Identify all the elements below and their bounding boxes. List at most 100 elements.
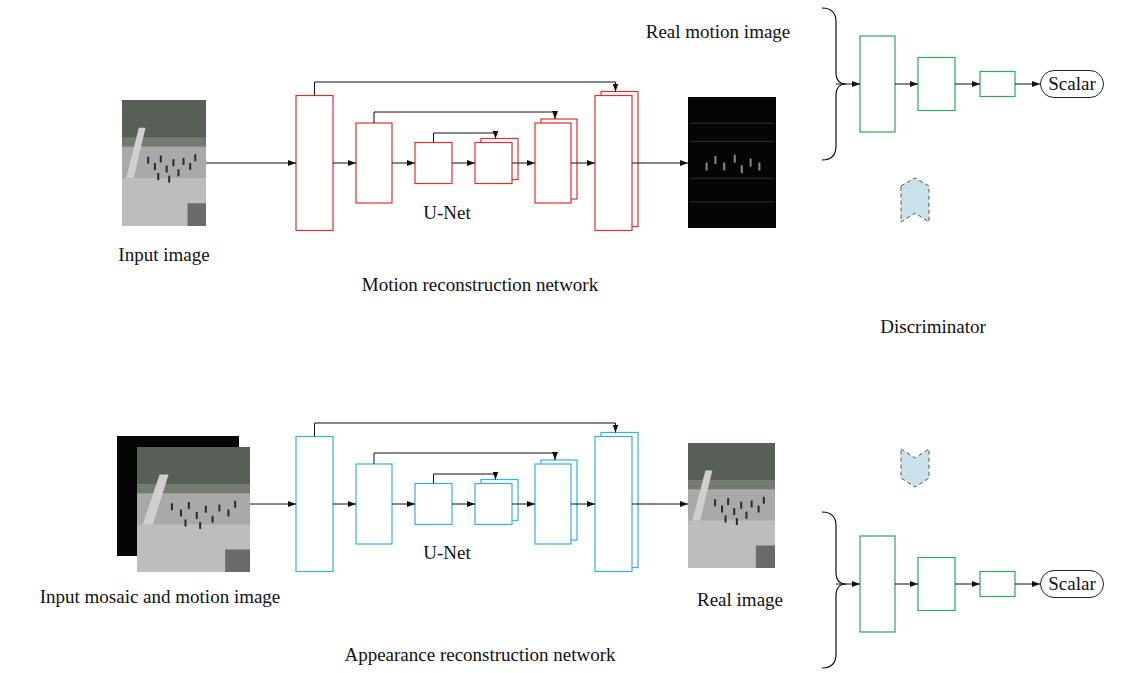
flow-arrow (955, 584, 980, 585)
walkway (137, 525, 250, 573)
pedestrian (180, 510, 182, 517)
motion-trace (690, 201, 774, 202)
plaza (122, 100, 206, 226)
flow-arrow (1015, 84, 1040, 85)
motion-trace (690, 141, 774, 142)
pedestrian (205, 506, 207, 513)
trees (137, 447, 250, 485)
pedestrian (188, 502, 190, 509)
pedestrian (189, 163, 191, 170)
pedestrian (154, 163, 156, 170)
flow-arrow (452, 163, 475, 164)
skip-connection (434, 133, 496, 143)
pedestrian (740, 502, 742, 509)
network-region: U-NetMotion reconstruction network (296, 79, 633, 235)
flow-arrow (632, 163, 688, 164)
plaza (137, 447, 250, 572)
pedestrian (758, 506, 760, 513)
feature-map (475, 143, 512, 184)
pedestrian (199, 522, 201, 529)
skip-connection (374, 453, 555, 464)
motion-trace (690, 123, 774, 124)
scene-image (137, 447, 250, 572)
flow-arrow (895, 84, 918, 85)
network-caption: Motion reconstruction network (362, 274, 598, 296)
pedestrian (721, 506, 723, 513)
moving-figure (706, 163, 708, 171)
image-node: Input mosaic and motion image (117, 436, 250, 572)
pedestrian (714, 499, 716, 506)
skip-connection (434, 474, 496, 484)
discriminator-layer (918, 558, 955, 611)
discriminator-layer (980, 72, 1015, 97)
input-bracket (822, 512, 846, 668)
network-region: U-NetAppearance reconstruction network (296, 420, 633, 576)
trees (688, 443, 775, 481)
flow-arrow (333, 163, 356, 164)
flow-arrow (392, 504, 415, 505)
walkway (122, 178, 206, 226)
pedestrian (234, 501, 236, 508)
flow-arrow (836, 584, 860, 585)
flow-arrow (895, 584, 918, 585)
node-caption: U-Net (423, 202, 470, 224)
motion-trace (690, 178, 774, 179)
flow-arrow (392, 163, 415, 164)
pedestrian (184, 520, 186, 527)
pedestrian (194, 154, 196, 161)
corner-shadow (188, 203, 206, 226)
corner-shadow (225, 550, 250, 573)
discriminator-layer (860, 36, 895, 132)
flow-arrow (571, 504, 595, 505)
input-label: Real image (697, 589, 783, 611)
feature-map (415, 484, 452, 525)
node-caption: Input image (118, 244, 209, 266)
pedestrian (736, 518, 738, 525)
flow-connector (206, 163, 296, 164)
unet-blocks (296, 423, 638, 572)
feature-map (475, 484, 512, 525)
input-label: Real motion image (646, 21, 791, 43)
pedestrian (157, 173, 159, 180)
output-label: Scalar (1048, 73, 1095, 95)
moving-figure (714, 156, 716, 164)
node-caption: U-Net (423, 542, 470, 564)
feature-map (356, 123, 392, 203)
input-bracket (822, 8, 846, 160)
discriminator-layer (980, 572, 1015, 597)
stairs (126, 128, 145, 178)
pedestrian (725, 516, 727, 523)
unet-blocks (296, 82, 638, 231)
discriminator-layer (860, 536, 895, 632)
flow-arrow (836, 84, 860, 85)
feature-map (535, 123, 571, 203)
trees (122, 100, 206, 138)
feature-map (595, 437, 632, 572)
pedestrian (160, 155, 162, 162)
plaza (688, 443, 775, 568)
shared-weights-chevron (901, 449, 929, 487)
network-caption: Appearance reconstruction network (344, 644, 615, 666)
pedestrian (177, 169, 179, 176)
image-node: Input image (122, 100, 206, 226)
flow-connector (250, 504, 296, 505)
feature-map (415, 143, 452, 184)
discriminator-layer (918, 58, 955, 111)
pedestrian (727, 498, 729, 505)
flow-arrow (1015, 584, 1040, 585)
pedestrian (751, 501, 753, 508)
flow-arrow (333, 504, 356, 505)
feature-map (296, 96, 333, 231)
output-label: Scalar (1048, 573, 1095, 595)
feature-map (595, 96, 632, 231)
scene-image (122, 100, 206, 226)
module-label: Discriminator (880, 316, 986, 338)
pedestrian (182, 158, 184, 165)
discriminator-blocks (860, 36, 1015, 132)
motion-image (688, 97, 776, 228)
moving-figure (723, 163, 725, 171)
motion-ground (688, 97, 776, 228)
flow-arrow (512, 163, 535, 164)
moving-figure (734, 155, 736, 163)
